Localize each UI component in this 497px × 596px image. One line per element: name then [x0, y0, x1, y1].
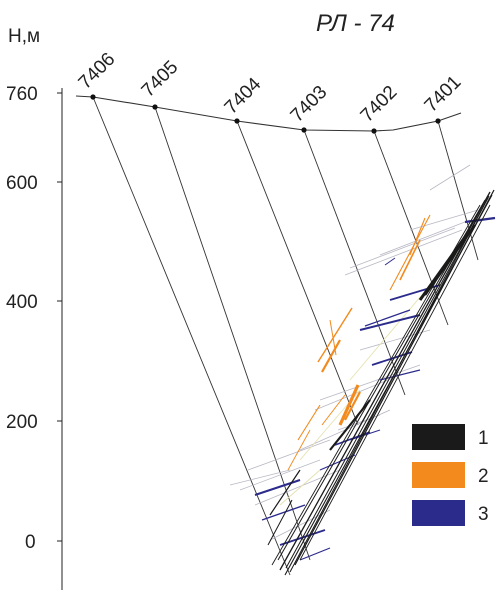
legend-swatch-1 [412, 424, 465, 450]
well-label-7403: 7403 [287, 82, 332, 127]
borehole-7401-trace [437, 120, 479, 261]
collar-7402 [371, 128, 377, 134]
legend-label-2: 2 [478, 466, 489, 487]
grey-trace [239, 459, 321, 491]
black-interval [289, 197, 489, 573]
blue-interval [349, 429, 381, 441]
well-label-7406: 7406 [75, 49, 120, 94]
section-title: РЛ - 74 [316, 10, 395, 37]
grey-trace [344, 229, 463, 276]
well-label-7401: 7401 [421, 72, 466, 117]
legend-swatch-3 [412, 500, 465, 526]
black-interval [299, 204, 491, 561]
well-label-7402: 7402 [357, 82, 402, 127]
borehole-7404-trace [236, 120, 359, 426]
surface-profile [75, 95, 462, 132]
zone-1-band [267, 189, 495, 576]
y-tick-label-400: 400 [6, 292, 38, 313]
orange-interval [344, 391, 361, 421]
well-label-7404: 7404 [221, 73, 266, 118]
zone-2-intervals [287, 214, 431, 471]
blue-interval [299, 547, 331, 561]
blue-interval [364, 309, 411, 327]
borehole-7402-trace [373, 130, 449, 326]
collar-7404 [234, 118, 240, 124]
black-interval [285, 195, 490, 569]
collar-7401 [435, 118, 441, 124]
orange-interval [317, 307, 353, 363]
y-axis: Н,м 760 600 400 200 0 [6, 26, 63, 590]
legend-label-1: 1 [478, 428, 489, 449]
orange-interval [338, 384, 360, 426]
collar-7403 [301, 127, 307, 133]
collar-7405 [152, 104, 158, 110]
legend: 1 2 3 [412, 424, 489, 526]
legend-label-3: 3 [478, 504, 489, 525]
y-axis-title: Н,м [8, 26, 40, 47]
blue-interval [359, 314, 421, 331]
grey-trace [319, 364, 421, 401]
collar-markers [90, 94, 441, 134]
legend-swatch-2 [412, 462, 465, 488]
grey-trace [247, 439, 331, 471]
black-interval [329, 399, 371, 451]
orange-interval [389, 214, 431, 291]
grey-interval-traces [229, 164, 479, 541]
y-tick-label-0: 0 [25, 532, 36, 553]
borehole-7403-trace [303, 129, 406, 396]
blue-interval [384, 257, 396, 266]
well-label-7405: 7405 [138, 57, 183, 102]
grey-trace [379, 219, 471, 256]
orange-interval [297, 404, 321, 441]
blue-interval [261, 504, 306, 521]
orange-interval [399, 239, 421, 281]
y-tick-label-760: 760 [6, 84, 38, 105]
black-interval [294, 189, 495, 566]
orange-interval [321, 339, 341, 373]
borehole-7406-trace [92, 96, 291, 576]
collar-7406 [90, 94, 96, 100]
y-tick-label-200: 200 [6, 412, 38, 433]
grey-trace [359, 329, 431, 351]
pale-trace [279, 469, 321, 506]
grey-trace [229, 469, 291, 486]
black-interval [423, 224, 477, 296]
black-interval [269, 469, 301, 516]
grey-trace [429, 164, 471, 191]
well-labels: 7406 7405 7404 7403 7402 7401 [75, 49, 466, 127]
orange-interval [287, 429, 311, 471]
black-interval [267, 499, 293, 546]
orange-interval [321, 394, 346, 426]
blue-interval [254, 479, 301, 496]
blue-interval [464, 216, 496, 224]
orange-interval [329, 319, 337, 356]
orange-interval [409, 217, 426, 256]
grey-trace [349, 227, 456, 269]
y-tick-label-600: 600 [6, 173, 38, 194]
